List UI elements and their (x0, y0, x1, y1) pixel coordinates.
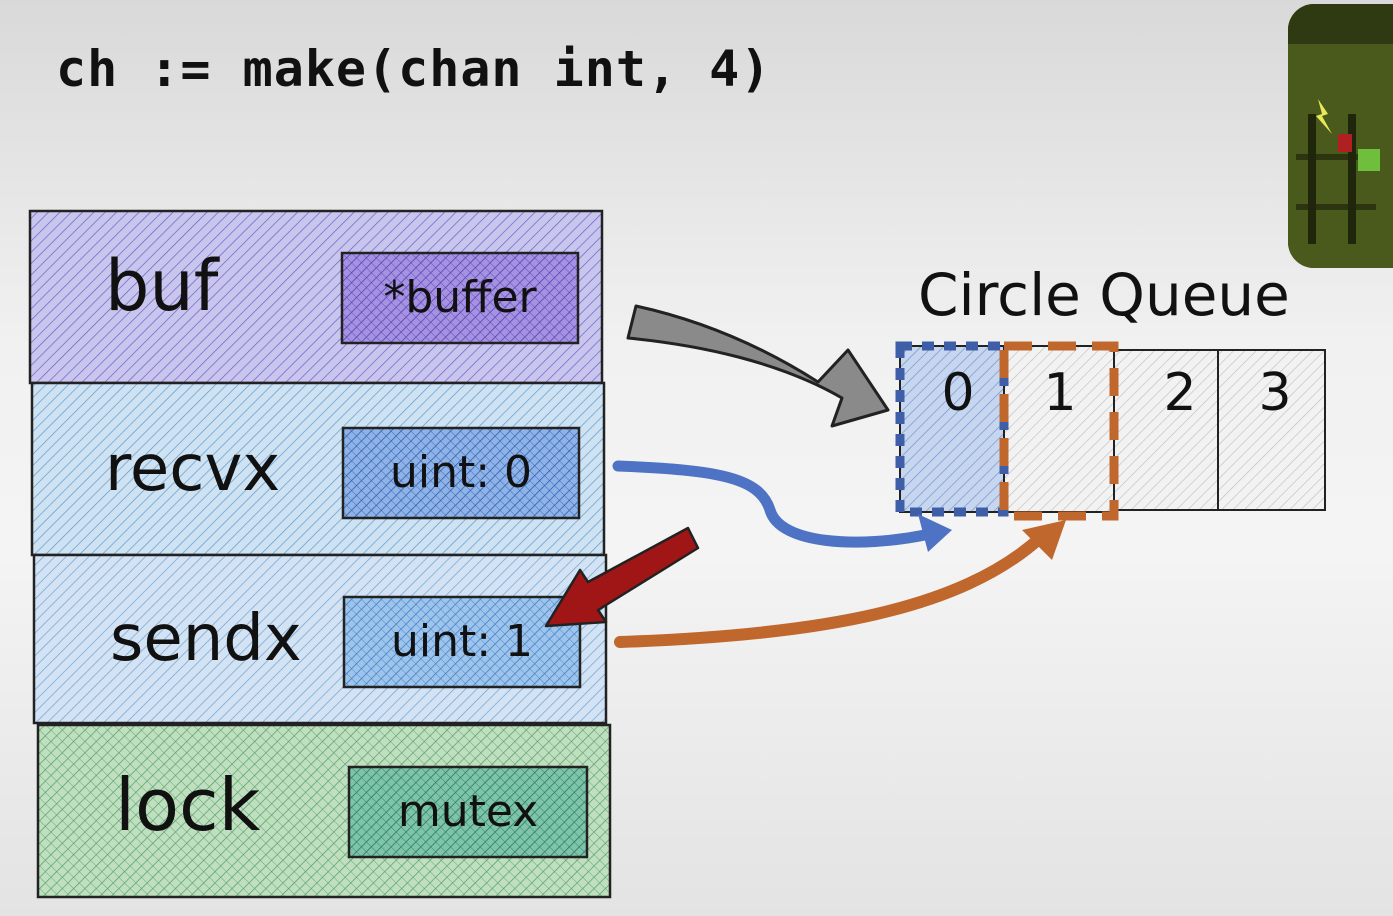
queue-index-3: 3 (1258, 363, 1291, 423)
webcam-scene-image (1288, 4, 1393, 268)
queue-label: Circle Queue (918, 261, 1290, 329)
queue-index-1: 1 (1043, 363, 1076, 423)
queue-cell-0 (899, 345, 1005, 513)
buf-pointer-arrow (626, 304, 890, 428)
field-name-sendx: sendx (110, 602, 302, 676)
queue-index-0: 0 (941, 363, 974, 423)
queue-cell-2 (1113, 349, 1219, 511)
field-value-buf: *buffer (383, 272, 537, 323)
field-value-sendx: uint: 1 (391, 616, 533, 667)
recvx-position-marker (895, 341, 1009, 517)
struct-field-recvx: recvx uint: 0 (30, 381, 606, 557)
struct-field-buf: buf *buffer (28, 209, 604, 385)
field-value-recvx: uint: 0 (390, 447, 532, 498)
field-name-recvx: recvx (105, 432, 280, 506)
struct-field-sendx: sendx uint: 1 (32, 553, 608, 725)
recvx-arrow (612, 460, 931, 548)
sendx-arrow-head (1022, 520, 1066, 560)
webcam-overlay (1288, 4, 1393, 268)
circle-queue: 0 1 2 3 (895, 341, 1326, 521)
recvx-arrow-head (918, 514, 952, 552)
queue-cell-1 (1003, 345, 1115, 513)
field-value-lock: mutex (398, 786, 538, 837)
struct-field-lock: lock mutex (36, 723, 612, 899)
sendx-arrow (614, 532, 1046, 648)
sendx-position-marker (999, 341, 1119, 521)
code-title: ch := make(chan int, 4) (56, 40, 772, 98)
queue-index-2: 2 (1163, 363, 1196, 423)
queue-cell-3 (1217, 349, 1326, 511)
sendx-highlight-arrow (544, 526, 700, 628)
field-name-buf: buf (105, 245, 220, 327)
field-name-lock: lock (115, 763, 261, 847)
